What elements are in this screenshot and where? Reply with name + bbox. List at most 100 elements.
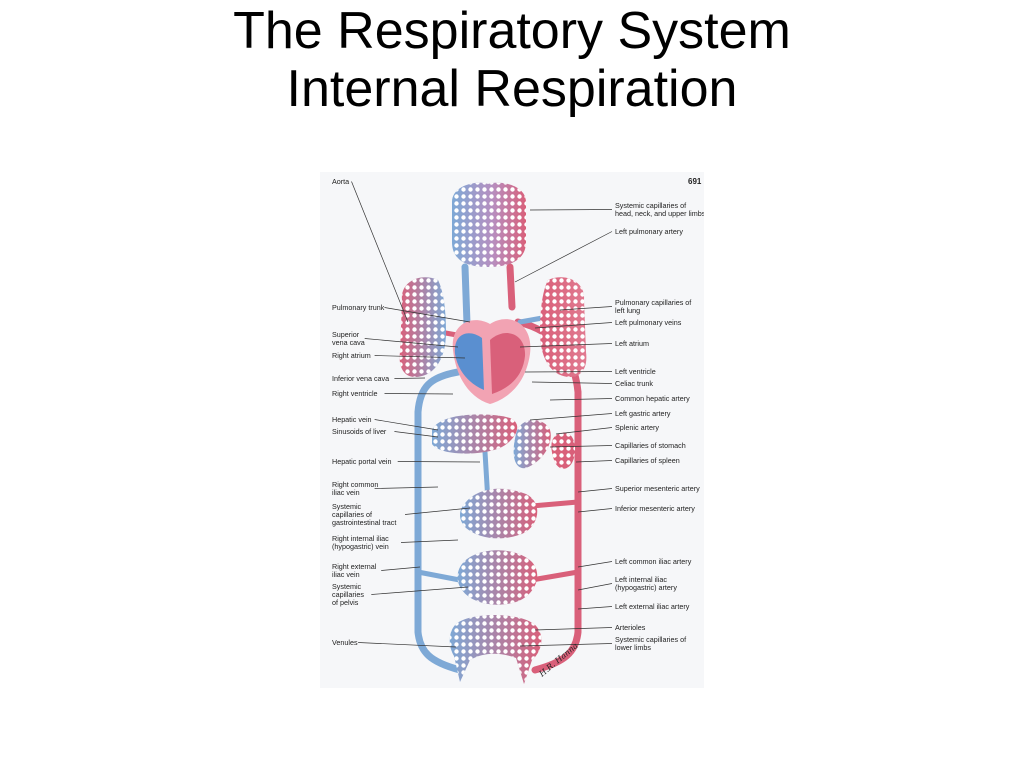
page-number-text: 691 xyxy=(688,177,702,186)
callout-label-text: Arterioles xyxy=(615,623,646,632)
heart xyxy=(452,319,531,404)
callout-label-text: Common hepatic artery xyxy=(615,394,690,403)
callout-label-text: Celiac trunk xyxy=(615,379,653,388)
slide-title: The Respiratory System Internal Respirat… xyxy=(0,2,1024,118)
callout-leader-line xyxy=(534,322,613,329)
gastrointestinal-capillary-bed xyxy=(460,488,538,539)
callout-label: Common hepatic artery xyxy=(549,394,690,403)
callout-leader-line xyxy=(549,398,613,401)
callout-label-text: Capillaries of stomach xyxy=(615,441,686,450)
callout-label: Aorta xyxy=(332,177,409,323)
callout-leader-line xyxy=(519,643,613,647)
callout-leader-line xyxy=(397,461,481,463)
callout-leader-line xyxy=(534,627,613,631)
callout-label-text: Sinusoids of liver xyxy=(332,427,387,436)
callout-leader-line xyxy=(577,488,613,493)
artist-signature: H.R. Hanna xyxy=(537,641,580,679)
callout-leader-line xyxy=(529,209,613,211)
callout-label: Left atrium xyxy=(519,339,649,348)
callout-leader-line xyxy=(531,381,613,384)
callout-label-text: Left pulmonary artery xyxy=(615,227,683,236)
head-artery-vessel xyxy=(506,263,516,311)
callout-leader-line xyxy=(555,427,613,435)
callout-leader-line xyxy=(519,343,613,348)
callout-label-text: Left gastric artery xyxy=(615,409,671,418)
inferior-vena-cava-vessel xyxy=(414,368,464,674)
callout-label: Left external iliac artery xyxy=(577,602,690,611)
callout-label: Hepatic portal vein xyxy=(332,457,481,466)
callout-label: Celiac trunk xyxy=(531,379,653,388)
callout-label: Inferior mesenteric artery xyxy=(577,504,695,513)
callout-label-text: Inferior mesenteric artery xyxy=(615,504,695,513)
callout-label-text: Left pulmonary veins xyxy=(615,318,682,327)
callout-label-text: Left ventricle xyxy=(615,367,656,376)
callout-leader-line xyxy=(577,583,613,591)
callout-label: Venules xyxy=(332,638,457,648)
callout-leader-line xyxy=(371,586,469,595)
callout-leader-line xyxy=(400,539,459,543)
callout-label: Inferior vena cava xyxy=(332,374,426,383)
callout-leader-line xyxy=(374,486,439,489)
callout-label-text: Splenic artery xyxy=(615,423,659,432)
callout-label: Capillaries of spleen xyxy=(575,456,680,465)
callout-label: Hepatic vein xyxy=(332,415,439,431)
callout-leader-line xyxy=(384,307,471,323)
title-line-2: Internal Respiration xyxy=(286,60,738,118)
callout-leader-line xyxy=(364,338,459,348)
callout-leader-line xyxy=(514,231,613,283)
callout-label: Capillaries of stomach xyxy=(549,441,686,450)
circulation-diagram-svg: 691 xyxy=(332,177,704,684)
head-capillary-bed xyxy=(452,182,526,267)
callout-label-text: Pulmonary trunk xyxy=(332,303,385,312)
lower-limbs-capillary-bed xyxy=(449,615,542,684)
callout-leader-line xyxy=(549,445,613,448)
callout-label: Left gastric artery xyxy=(529,409,671,421)
callout-label-text: Left atrium xyxy=(615,339,649,348)
callout-leader-line xyxy=(524,371,613,373)
callout-leader-line xyxy=(577,606,613,610)
page-number: 691 xyxy=(688,177,702,186)
callout-leader-line xyxy=(394,377,426,379)
callout-leader-line xyxy=(577,561,613,568)
callout-label: Right ventricle xyxy=(332,389,454,398)
title-line-1: The Respiratory System xyxy=(233,2,791,60)
callout-label-text: Capillaries of spleen xyxy=(615,456,680,465)
callout-label-text: Left common iliac artery xyxy=(615,557,692,566)
callout-label-text: Superior mesenteric artery xyxy=(615,484,700,493)
callout-leader-line xyxy=(577,508,613,513)
callout-leader-line xyxy=(384,393,454,395)
callout-leader-line xyxy=(374,419,439,431)
callout-leader-line xyxy=(575,460,613,463)
callout-leader-line xyxy=(351,181,409,323)
callout-label-text: Inferior vena cava xyxy=(332,374,389,383)
callout-label: Superior mesenteric artery xyxy=(577,484,700,493)
callout-label-text: Right internal iliac(hypogastric) vein xyxy=(332,534,389,551)
callout-label: Sinusoids of liver xyxy=(332,427,439,438)
pelvis-capillary-bed xyxy=(457,550,538,605)
callout-label-text: Left external iliac artery xyxy=(615,602,690,611)
callout-leader-line xyxy=(394,431,439,438)
stomach-capillary-bed xyxy=(513,419,551,469)
right-lung-capillary-bed xyxy=(399,277,446,377)
capillary-beds xyxy=(399,182,587,684)
callout-label: Left pulmonary veins xyxy=(534,318,682,329)
callout-label-text: Hepatic portal vein xyxy=(332,457,392,466)
callout-label-text: Hepatic vein xyxy=(332,415,372,424)
callout-label: Pulmonary trunk xyxy=(332,303,471,323)
callout-label-text: Right atrium xyxy=(332,351,371,360)
